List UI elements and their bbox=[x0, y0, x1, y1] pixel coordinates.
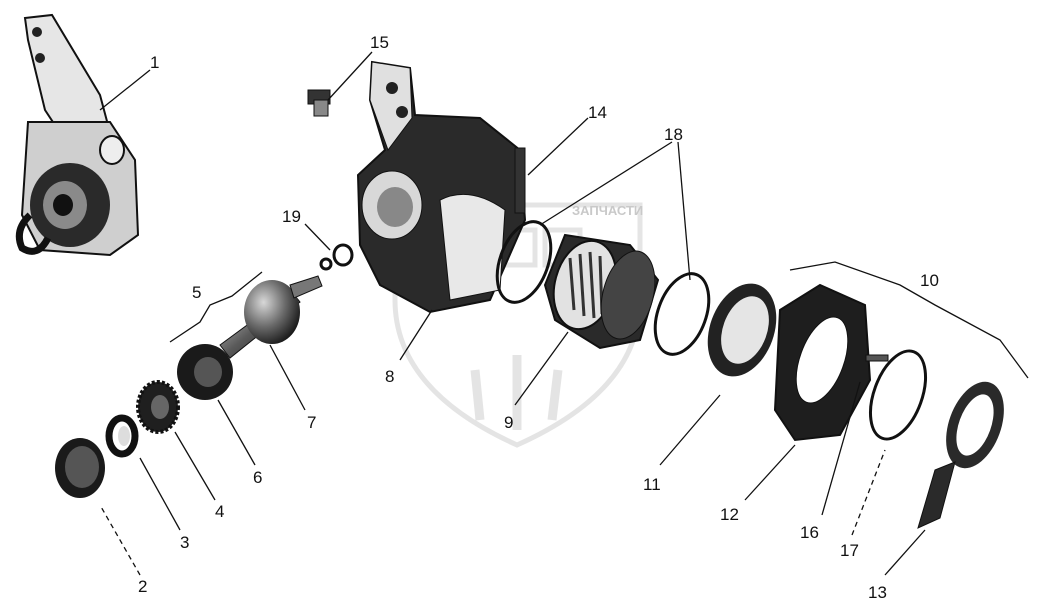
part-18-ring-a bbox=[495, 220, 553, 304]
part-14-pin bbox=[514, 147, 526, 214]
part-3-bushing bbox=[105, 414, 139, 458]
leader-9 bbox=[514, 331, 569, 406]
part-1-adjuster-assembly bbox=[15, 13, 140, 257]
brace-10 bbox=[789, 261, 1029, 379]
leader-2 bbox=[99, 504, 141, 576]
callout-7: 7 bbox=[307, 413, 316, 432]
callout-4: 4 bbox=[215, 502, 224, 521]
leader-6 bbox=[217, 399, 256, 466]
callout-14: 14 bbox=[588, 103, 607, 122]
leader-1 bbox=[99, 69, 151, 111]
leader-17 bbox=[851, 449, 886, 536]
brace-5 bbox=[169, 271, 263, 343]
leader-4 bbox=[174, 431, 216, 501]
watermark-text: ЗАПЧАСТИ bbox=[572, 203, 643, 218]
leader-15 bbox=[327, 51, 373, 101]
callout-12: 12 bbox=[720, 505, 739, 524]
callout-11: 11 bbox=[643, 475, 661, 494]
part-15-plug bbox=[307, 89, 331, 117]
callout-15: 15 bbox=[370, 33, 389, 52]
leader-8 bbox=[399, 309, 433, 361]
callout-18: 18 bbox=[664, 125, 683, 144]
callout-8: 8 bbox=[385, 367, 394, 386]
callout-13: 13 bbox=[868, 583, 887, 602]
part-7-worm-shaft bbox=[219, 275, 323, 359]
leader-19 bbox=[304, 223, 331, 251]
part-9-splined-gear bbox=[543, 233, 660, 350]
leader-13 bbox=[884, 529, 926, 576]
leader-12 bbox=[744, 444, 796, 501]
callout-10: 10 bbox=[920, 271, 939, 290]
callout-3: 3 bbox=[180, 533, 189, 552]
callout-5: 5 bbox=[192, 283, 201, 302]
leader-11 bbox=[659, 394, 721, 466]
callout-19: 19 bbox=[282, 207, 301, 226]
callout-16: 16 bbox=[800, 523, 819, 542]
part-11-seal bbox=[707, 283, 777, 377]
leader-16 bbox=[821, 381, 861, 516]
callout-9: 9 bbox=[504, 413, 513, 432]
leader-14 bbox=[527, 117, 589, 176]
part-13-lever bbox=[917, 381, 1004, 529]
part-18-ring-b bbox=[653, 272, 711, 356]
leader-18b bbox=[677, 141, 691, 281]
part-12-cover bbox=[773, 283, 872, 442]
part-2-cap bbox=[55, 438, 105, 498]
part-8-housing bbox=[356, 60, 527, 314]
leader-7 bbox=[269, 344, 306, 411]
callout-6: 6 bbox=[253, 468, 262, 487]
part-17-ring bbox=[869, 349, 927, 441]
part-4-gear bbox=[136, 380, 180, 434]
callout-1: 1 bbox=[150, 53, 159, 72]
part-16-screw bbox=[865, 354, 889, 362]
callout-17: 17 bbox=[840, 541, 859, 560]
part-19-ring bbox=[319, 243, 354, 271]
leader-18a bbox=[539, 141, 673, 226]
leader-3 bbox=[139, 457, 181, 531]
part-6-worm-gear bbox=[177, 344, 233, 400]
callout-2: 2 bbox=[138, 577, 147, 596]
